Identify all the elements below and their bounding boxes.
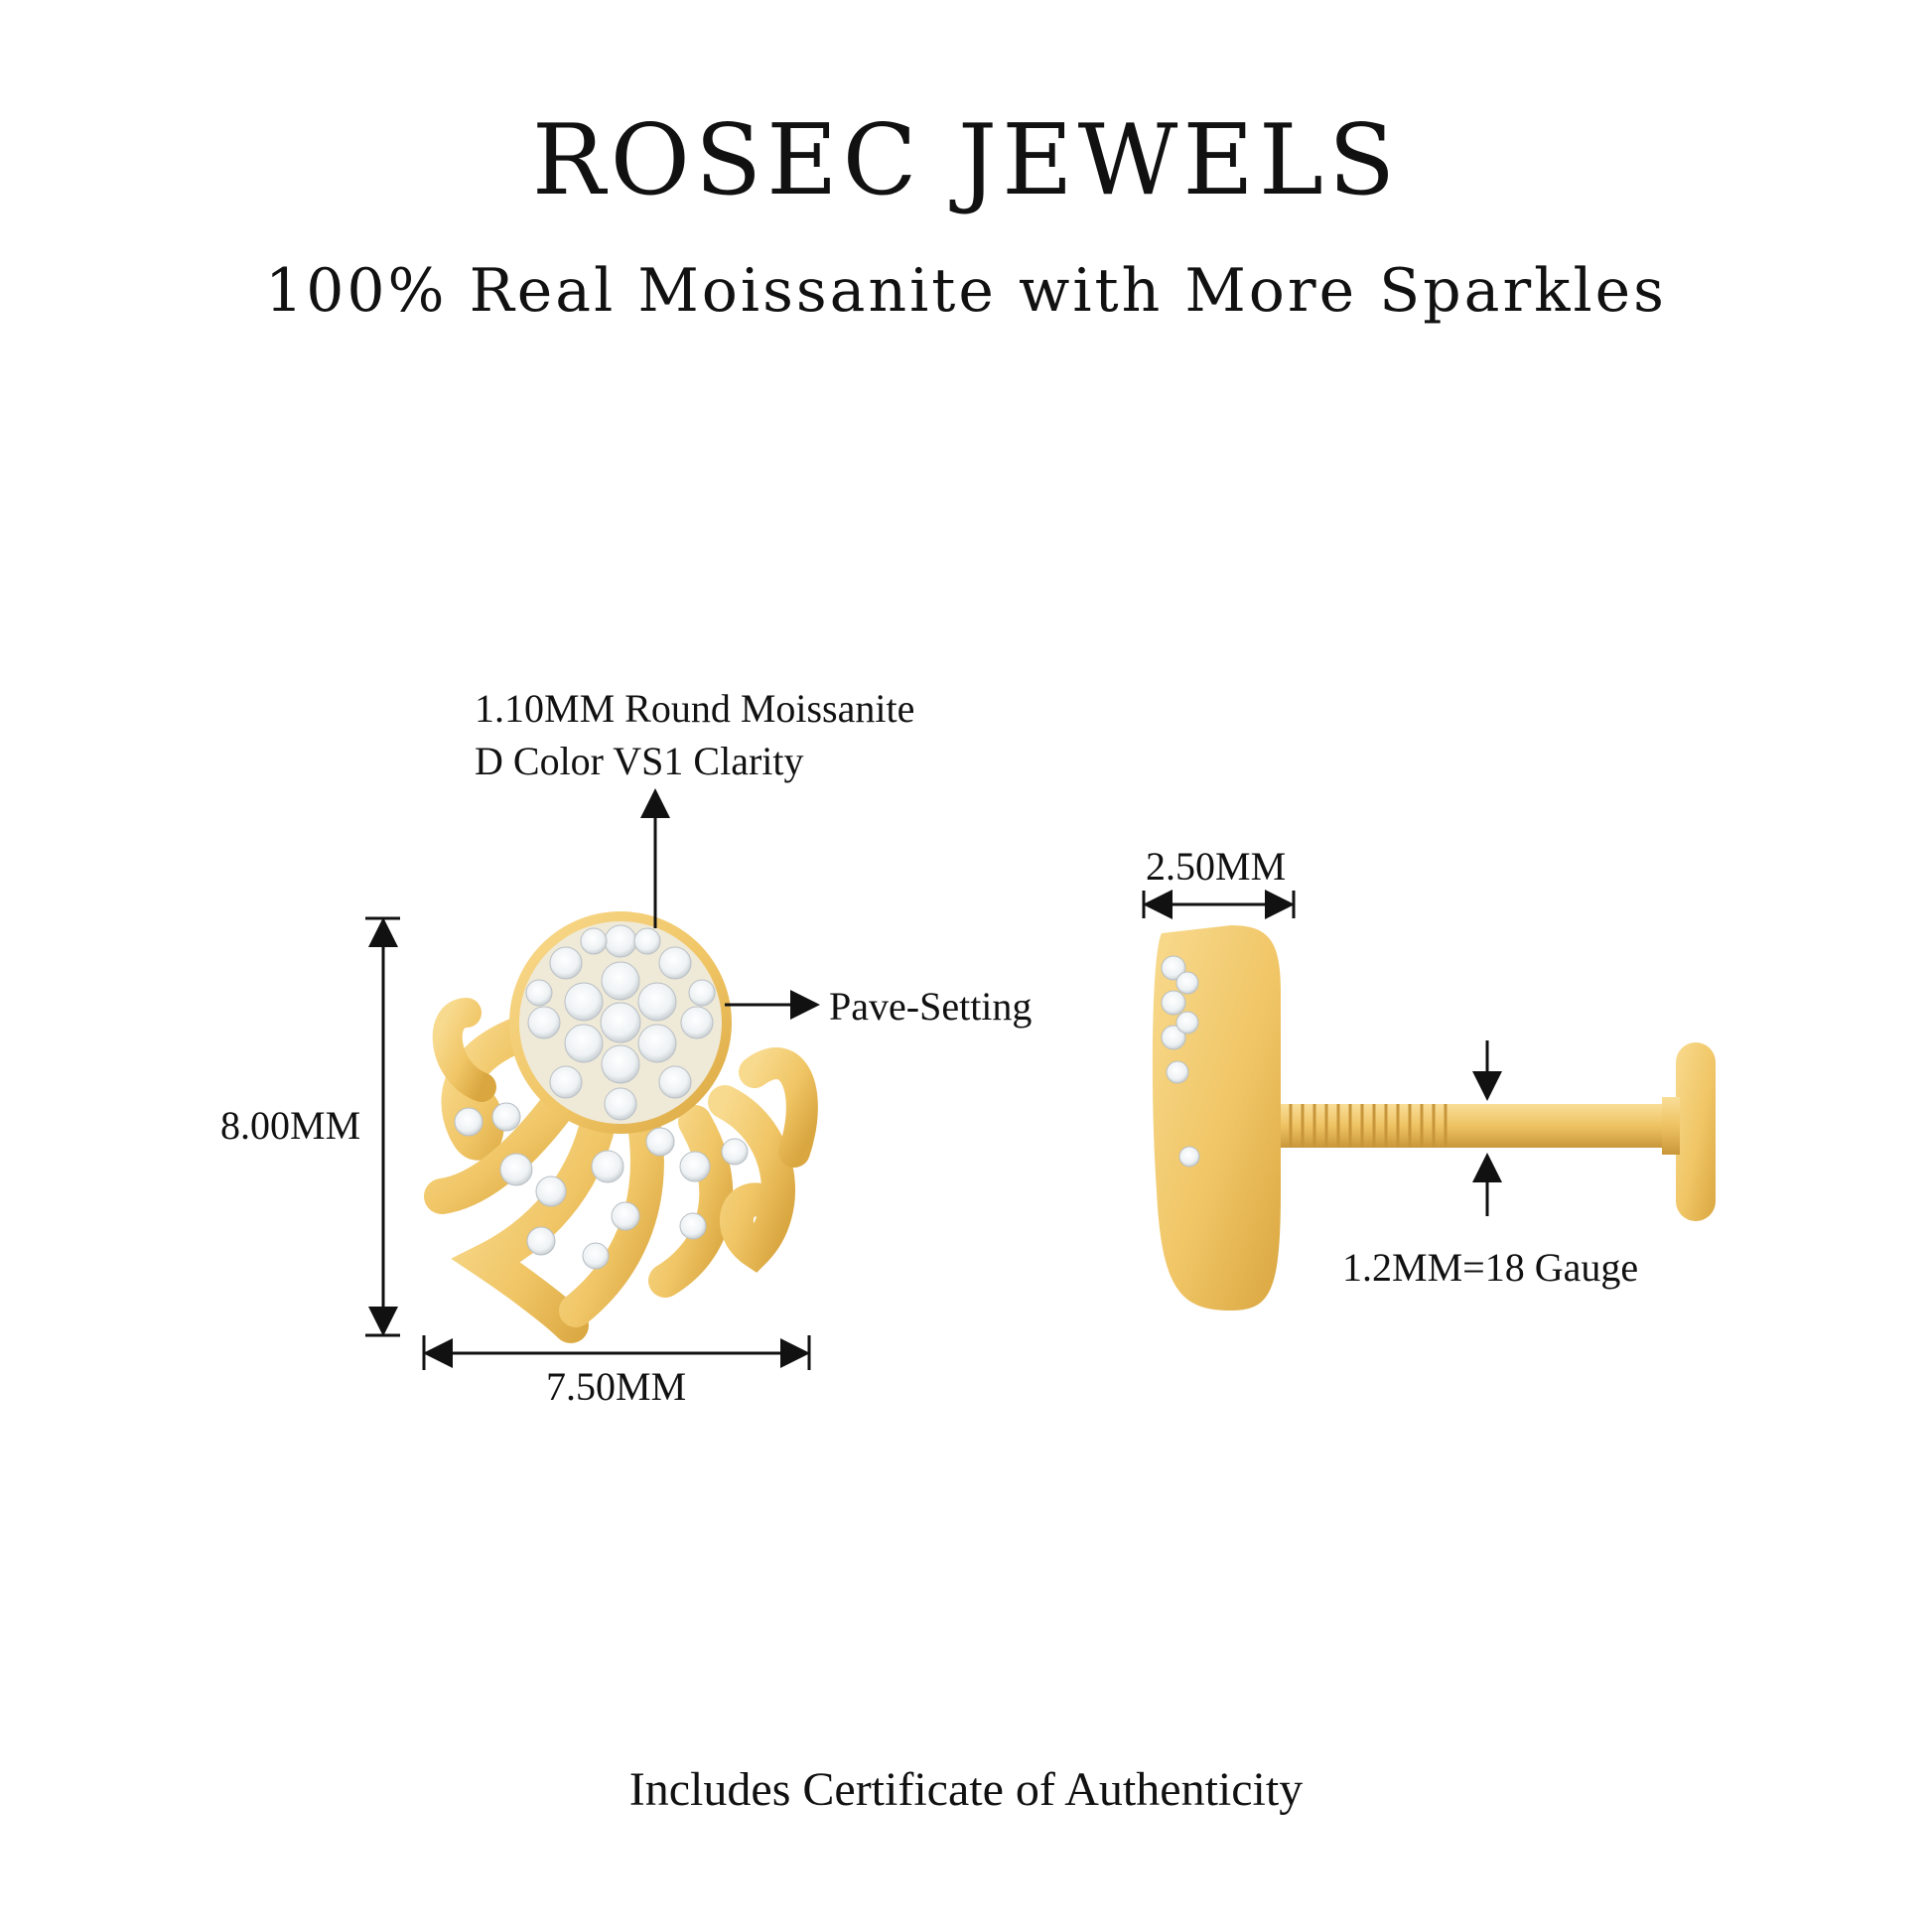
height-dimension-label: 8.00MM [220, 1103, 361, 1148]
brand-title: ROSEC JEWELS [531, 104, 1401, 217]
stone-spec-line-2: D Color VS1 Clarity [475, 739, 804, 783]
dimension-lines [365, 788, 1502, 1370]
setting-label: Pave-Setting [829, 984, 1033, 1029]
octopus-side-view [1152, 925, 1716, 1311]
thickness-dimension-label: 2.50MM [1146, 844, 1287, 889]
octopus-front-view [424, 911, 818, 1343]
tagline: 100% Real Moissanite with More Sparkles [265, 256, 1667, 326]
stone-spec-line-1: 1.10MM Round Moissanite [475, 686, 915, 731]
gauge-label: 1.2MM=18 Gauge [1342, 1245, 1639, 1290]
width-dimension-label: 7.50MM [546, 1364, 687, 1409]
certificate-note: Includes Certificate of Authenticity [628, 1763, 1304, 1816]
